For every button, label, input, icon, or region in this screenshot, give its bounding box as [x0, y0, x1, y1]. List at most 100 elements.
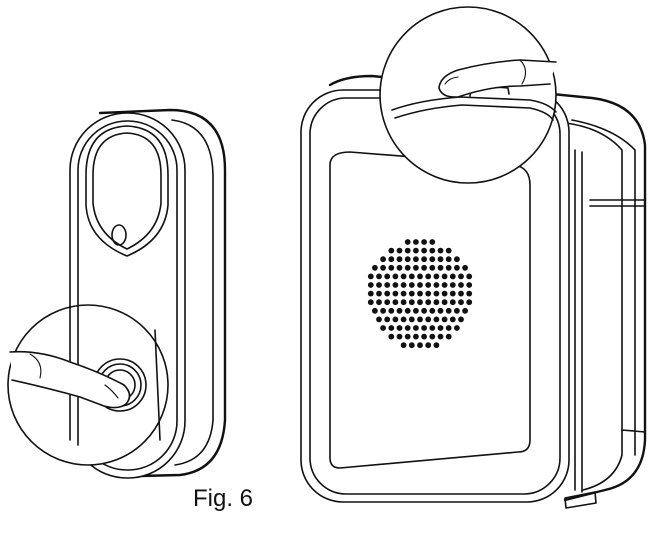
grille-hole [433, 282, 440, 288]
grille-hole [437, 247, 444, 254]
grille-hole [392, 282, 399, 288]
grille-hole [372, 264, 378, 271]
grille-hole [413, 333, 419, 340]
grille-hole [367, 273, 374, 280]
grille-hole [454, 264, 460, 271]
grille-hole [400, 316, 407, 323]
grille-hole [441, 299, 448, 306]
grille-hole [408, 342, 415, 349]
grille-hole [429, 264, 436, 271]
grille-hole [437, 325, 444, 331]
grille-hole [466, 290, 473, 297]
grille-hole [367, 282, 374, 288]
grille-hole [425, 282, 432, 288]
grille-hole [384, 299, 391, 306]
grille-hole [441, 316, 448, 323]
grille-hole [445, 256, 452, 263]
grille-hole [433, 273, 440, 280]
grille-hole [380, 325, 386, 331]
grille-hole [396, 333, 403, 340]
grille-hole [413, 239, 419, 245]
grille-hole [445, 307, 452, 314]
grille-hole [376, 273, 382, 280]
grille-hole [376, 290, 382, 297]
grille-hole [372, 307, 378, 314]
grille-hole [417, 316, 423, 323]
grille-hole [454, 307, 460, 314]
grille-hole [449, 299, 456, 306]
grille-hole [462, 264, 468, 271]
grille-hole [462, 307, 468, 314]
chime-button-magnifier [379, 6, 557, 184]
grille-hole [408, 316, 415, 323]
grille-hole [421, 307, 427, 314]
grille-hole [404, 333, 411, 340]
grille-hole [433, 342, 440, 349]
grille-hole [388, 256, 395, 263]
grille-hole [429, 325, 436, 331]
grille-hole [380, 307, 386, 314]
grille-hole [392, 299, 399, 306]
grille-hole [466, 273, 473, 280]
grille-hole [396, 325, 403, 331]
grille-hole [404, 325, 411, 331]
grille-hole [396, 256, 403, 263]
grille-hole [417, 342, 423, 349]
grille-hole [400, 299, 407, 306]
grille-hole [388, 264, 395, 271]
grille-hole [433, 290, 440, 297]
grille-hole [417, 290, 423, 297]
grille-hole [408, 299, 415, 306]
grille-hole [425, 299, 432, 306]
grille-hole [413, 307, 419, 314]
grille-hole [454, 256, 460, 263]
grille-hole [376, 316, 382, 323]
grille-hole [388, 325, 395, 331]
grille-hole [404, 247, 411, 254]
grille-hole [445, 333, 452, 340]
grille-hole [413, 256, 419, 263]
grille-hole [458, 290, 464, 297]
grille-hole [417, 273, 423, 280]
grille-hole [421, 247, 427, 254]
grille-hole [408, 282, 415, 288]
grille-hole [408, 273, 415, 280]
grille-hole [429, 239, 436, 245]
grille-hole [384, 316, 391, 323]
speaker-grille [367, 239, 473, 349]
grille-hole [417, 299, 423, 306]
grille-hole [392, 273, 399, 280]
grille-hole [445, 264, 452, 271]
grille-hole [413, 264, 419, 271]
grille-hole [466, 299, 473, 306]
grille-hole [400, 342, 407, 349]
grille-hole [449, 282, 456, 288]
chime-receiver [300, 74, 647, 509]
grille-hole [400, 282, 407, 288]
grille-hole [384, 290, 391, 297]
grille-hole [421, 333, 427, 340]
grille-hole [413, 325, 419, 331]
grille-hole [400, 290, 407, 297]
grille-hole [425, 342, 432, 349]
grille-hole [458, 282, 464, 288]
grille-hole [449, 316, 456, 323]
grille-hole [433, 299, 440, 306]
grille-hole [384, 273, 391, 280]
grille-hole [404, 264, 411, 271]
grille-hole [458, 299, 464, 306]
grille-hole [425, 273, 432, 280]
grille-hole [449, 273, 456, 280]
grille-hole [429, 247, 436, 254]
grille-hole [454, 325, 460, 331]
grille-hole [421, 256, 427, 263]
grille-hole [404, 307, 411, 314]
grille-hole [429, 256, 436, 263]
grille-hole [421, 325, 427, 331]
grille-hole [396, 247, 403, 254]
grille-hole [421, 264, 427, 271]
grille-hole [388, 307, 395, 314]
grille-hole [384, 282, 391, 288]
push-button-magnifier [7, 304, 169, 466]
